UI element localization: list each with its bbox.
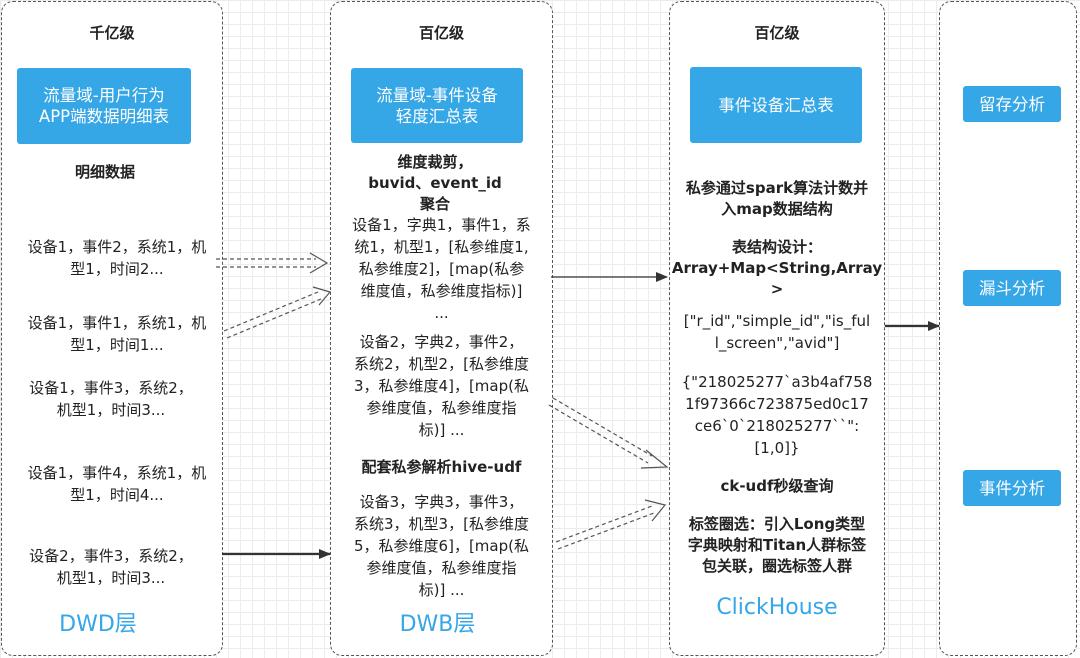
- ck-desc-line: 入map数据结构: [721, 200, 833, 218]
- dwd-row-line: 机型1，时间3...: [56, 569, 166, 587]
- dwd-row-line: 型1，时间4...: [70, 486, 164, 504]
- ck-tags-desc: 标签圈选：引入Long类型 字典映射和Titan人群标签 包关联，圈选标签人群: [669, 514, 885, 577]
- dwb-table-line: 流量域-事件设备: [376, 85, 498, 105]
- ck-table-box: 事件设备汇总表: [690, 67, 862, 143]
- dwb-row-line: 系统2，机型2，[私参维度: [354, 355, 529, 373]
- dwd-table-line: 流量域-用户行为: [43, 86, 165, 105]
- funnel-analysis-button[interactable]: 漏斗分析: [963, 270, 1061, 306]
- ck-sample-2: {"218025277`a3b4af758 1f97366c723875ed0c…: [669, 371, 885, 459]
- ck-table-label: 事件设备汇总表: [718, 95, 834, 115]
- ck-desc-line: 表结构设计：: [731, 238, 822, 256]
- dwd-row-line: 设备1，事件3，系统2，: [29, 379, 193, 397]
- dwb-row-line: 参维度值，私参维度指: [366, 399, 517, 417]
- dashed-arrow-1: [216, 252, 329, 274]
- ck-sample-line: ["r_id","simple_id","is_ful: [683, 312, 871, 330]
- dwd-row-line: 设备2，事件3，系统2，: [29, 547, 193, 565]
- ck-desc-line: Array+Map<String,Array: [671, 259, 883, 277]
- dwd-row-3: 设备1，事件3，系统2， 机型1，时间3...: [1, 377, 221, 421]
- ck-heading: 百亿级: [754, 24, 800, 42]
- dwd-row-line: 机型1，时间3...: [56, 401, 166, 419]
- ck-sample-line: {"218025277`a3b4af758: [681, 373, 873, 391]
- dwb-row-line: ...: [434, 304, 449, 322]
- dwb-row-line: 3，私参维度4]，[map(私: [354, 377, 529, 395]
- dwb-row-line: 设备1，字典1，事件1，系: [352, 216, 531, 234]
- dwb-row-line: 标)] ...: [418, 581, 465, 599]
- ck-layer-label: ClickHouse: [716, 595, 838, 620]
- dwb-row-line: 系统3，机型3，[私参维度: [354, 515, 529, 533]
- dashed-arrow-3: [548, 397, 669, 469]
- event-analysis-button[interactable]: 事件分析: [963, 470, 1061, 506]
- dwb-layer-label: DWB层: [399, 612, 476, 637]
- dwb-row-line: 标)] ...: [418, 421, 465, 439]
- dwb-row-line: 设备2，字典2，事件2，: [359, 333, 524, 351]
- funnel-analysis-label: 漏斗分析: [979, 278, 1045, 298]
- dwb-row-2: 设备2，字典2，事件2， 系统2，机型2，[私参维度 3，私参维度4]，[map…: [330, 331, 553, 441]
- dwb-heading: 百亿级: [418, 24, 464, 42]
- dashed-arrow-2: [223, 286, 332, 339]
- dwb-row-line: 统1，机型1，[私参维度1,: [354, 238, 529, 256]
- ck-query-note: ck-udf秒级查询: [720, 477, 834, 495]
- dwd-row-line: 型1，时间1...: [70, 336, 164, 354]
- dwd-row-line: 型1，时间2...: [70, 260, 164, 278]
- dashed-arrow-4: [555, 499, 667, 550]
- dwb-row-line: 5，私参维度6]，[map(私: [354, 537, 529, 555]
- dwb-row-line: 设备3，字典3，事件3，: [359, 493, 524, 511]
- ck-sample-line: 1f97366c723875ed0c17: [685, 395, 869, 413]
- dwd-heading: 千亿级: [89, 24, 135, 42]
- ck-sample-line: l_screen","avid"]: [714, 334, 840, 352]
- dwb-ops-line: 聚合: [419, 195, 450, 213]
- dwb-ops-line: 维度裁剪，: [397, 153, 473, 171]
- dwb-row-3: 设备3，字典3，事件3， 系统3，机型3，[私参维度 5，私参维度6]，[map…: [330, 491, 553, 601]
- dwb-udf-note: 配套私参解析hive-udf: [361, 458, 522, 476]
- dwb-table-box: 流量域-事件设备 轻度汇总表: [351, 68, 523, 143]
- dwd-table-box: 流量域-用户行为 APP端数据明细表: [17, 68, 191, 144]
- dwd-row-line: 设备1，事件1，系统1，机: [27, 314, 207, 332]
- ck-sample-line: ce6`0`218025277``":: [694, 417, 860, 435]
- ck-desc-line: 私参通过spark算法计数并: [685, 179, 869, 197]
- dwb-row-1: 设备1，字典1，事件1，系 统1，机型1，[私参维度1, 私参维度2]，[map…: [330, 214, 553, 324]
- dwb-row-line: 维度值，私参维度指标)]: [360, 282, 523, 300]
- ck-desc-1: 私参通过spark算法计数并 入map数据结构: [669, 178, 885, 220]
- ck-sample-1: ["r_id","simple_id","is_ful l_screen","a…: [669, 310, 885, 354]
- dwd-row-1: 设备1，事件2，系统1，机 型1，时间2...: [1, 236, 233, 280]
- ck-desc-2: 表结构设计： Array+Map<String,Array >: [669, 237, 885, 300]
- dwd-row-line: 设备1，事件4，系统1，机: [27, 464, 207, 482]
- dwd-row-5: 设备2，事件3，系统2， 机型1，时间3...: [1, 545, 221, 589]
- dwd-row-line: 设备1，事件2，系统1，机: [27, 238, 207, 256]
- dwb-ops: 维度裁剪， buvid、event_id 聚合: [330, 152, 540, 215]
- dwb-ops-line: buvid、event_id: [368, 174, 502, 192]
- dwd-row-2: 设备1，事件1，系统1，机 型1，时间1...: [1, 312, 233, 356]
- event-analysis-label: 事件分析: [979, 478, 1045, 498]
- ck-tags-line: 字典映射和Titan人群标签: [687, 536, 867, 554]
- dwd-row-4: 设备1，事件4，系统1，机 型1，时间4...: [1, 462, 233, 506]
- dwb-table-line: 轻度汇总表: [395, 106, 479, 126]
- dwd-table-line: APP端数据明细表: [38, 107, 170, 126]
- retention-analysis-button[interactable]: 留存分析: [963, 86, 1061, 122]
- dwd-section-title: 明细数据: [74, 163, 135, 181]
- dwb-row-line: 私参维度2]，[map(私参: [358, 260, 525, 278]
- dwb-row-line: 参维度值，私参维度指: [366, 559, 517, 577]
- retention-analysis-label: 留存分析: [979, 94, 1045, 114]
- ck-sample-line: [1,0]}: [754, 439, 800, 457]
- dwd-layer-label: DWD层: [59, 612, 137, 637]
- ck-desc-line: >: [770, 280, 784, 298]
- ck-tags-line: 标签圈选：引入Long类型: [688, 515, 866, 533]
- ck-tags-line: 包关联，圈选标签人群: [701, 557, 852, 575]
